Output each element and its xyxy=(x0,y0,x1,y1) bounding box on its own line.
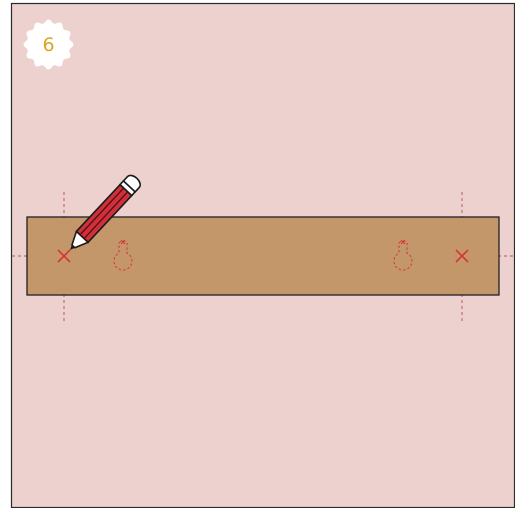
step-badge-icon xyxy=(23,19,74,70)
keyhole-slot-icon xyxy=(113,239,133,271)
pencil-icon xyxy=(70,174,141,250)
wooden-board xyxy=(26,216,500,296)
cross-mark-icon xyxy=(57,249,71,263)
step-number: 6 xyxy=(42,34,54,56)
keyhole-slot-icon xyxy=(393,239,413,271)
cross-mark-icon xyxy=(455,249,469,263)
